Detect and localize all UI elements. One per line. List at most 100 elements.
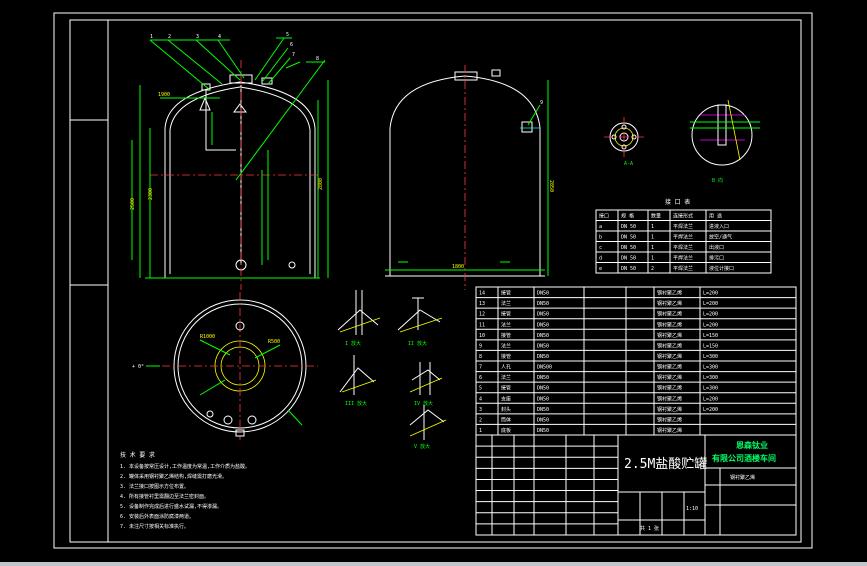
tech-note-line: 4. 所有接管衬里需翻边至法兰密封面。 — [120, 493, 209, 500]
nozzle-header-cell: 接口 — [599, 213, 609, 220]
parts-cell: L=150 — [703, 343, 718, 349]
parts-cell: 3 — [479, 407, 482, 413]
nozzle-header-cell: 用 途 — [709, 213, 722, 220]
tech-note-line: 2. 罐体采用钢衬聚乙烯结构,焊缝需打磨光滑。 — [120, 473, 227, 480]
svg-text:III 放大: III 放大 — [345, 400, 367, 407]
parts-cell: 1 — [479, 428, 482, 434]
parts-cell: 接管 — [501, 353, 511, 360]
svg-text:9: 9 — [540, 100, 543, 106]
parts-cell: 接管 — [501, 290, 511, 297]
tech-note-line: 3. 法兰接口按图示方位布置。 — [120, 483, 189, 490]
svg-text:1800: 1800 — [452, 264, 464, 270]
tech-notes-title: 技 术 要 求 — [120, 451, 155, 459]
main-section-view: 1900 2500 2300 2800 1 2 3 4 5 6 7 8 — [130, 32, 329, 290]
nozzle-cell: 排污口 — [709, 255, 724, 262]
svg-text:2: 2 — [168, 34, 171, 40]
nozzle-cell: 1 — [651, 245, 654, 251]
parts-cell: 钢衬聚乙烯 — [657, 290, 682, 297]
svg-text:6: 6 — [290, 42, 293, 48]
parts-cell: 法兰 — [501, 300, 511, 307]
nozzle-cell: b — [599, 235, 602, 241]
parts-cell: 钢衬聚乙烯 — [657, 342, 682, 349]
svg-text:I 放大: I 放大 — [345, 340, 361, 347]
nozzle-cell: DN 50 — [621, 224, 636, 230]
parts-cell: 接管 — [501, 385, 511, 392]
svg-text:V 放大: V 放大 — [414, 443, 430, 450]
parts-cell: L=300 — [703, 375, 718, 381]
parts-cell: 钢衬聚乙烯 — [657, 321, 682, 328]
tech-note-line: 7. 未注尺寸按相关标准执行。 — [120, 523, 189, 530]
nozzle-cell: 2 — [651, 266, 654, 272]
parts-cell: 封头 — [501, 406, 511, 413]
parts-cell: L=300 — [703, 386, 718, 392]
nozzle-header-cell: 连接形式 — [673, 213, 693, 220]
svg-text:R500: R500 — [268, 339, 280, 345]
parts-cell: DN50 — [537, 375, 549, 381]
parts-cell: 钢衬聚乙烯 — [657, 427, 682, 434]
tech-note-line: 6. 安装后外表面涂防腐漆两道。 — [120, 513, 194, 520]
parts-cell: DN50 — [537, 396, 549, 402]
parts-list: 1 4 接管 DN50 钢衬聚乙烯 L=200 13 法兰 DN50 钢衬聚乙烯 L=200 12 接管… — [475, 286, 797, 436]
parts-cell: 法兰 — [501, 374, 511, 381]
nozzle-cell: 平焊法兰 — [673, 255, 693, 262]
parts-cell: 底板 — [501, 427, 511, 434]
parts-cell: 5 — [479, 386, 482, 392]
parts-cell: DN500 — [537, 365, 552, 371]
nozzle-cell: 液位计接口 — [709, 265, 734, 272]
parts-cell: 钢衬聚乙烯 — [657, 385, 682, 392]
parts-cell: L=200 — [703, 312, 718, 318]
svg-text:2500: 2500 — [130, 198, 136, 210]
nozzle-table-title: 接 口 表 — [665, 198, 690, 206]
svg-text:2850: 2850 — [548, 180, 554, 192]
parts-cell: 4 — [479, 396, 482, 402]
parts-cell: 10 — [479, 333, 485, 339]
parts-cell: DN50 — [537, 417, 549, 423]
parts-cell: 2 — [479, 417, 482, 423]
nozzle-cell: 放空/通气 — [709, 234, 732, 241]
parts-cell: 钢衬聚乙烯 — [657, 374, 682, 381]
parts-cell: DN50 — [537, 407, 549, 413]
parts-cell: L=200 — [703, 396, 718, 402]
company-line2: 有限公司酒楼车间 — [712, 453, 776, 463]
svg-text:1900: 1900 — [158, 92, 170, 98]
drawing-name: 2.5M盐酸贮罐 — [624, 457, 707, 472]
parts-cell: 钢衬聚乙烯 — [657, 395, 682, 402]
flange-detail-views: A-A B 向 — [604, 99, 760, 184]
svg-text:1: 1 — [150, 34, 153, 40]
parts-cell: 11 — [479, 322, 485, 328]
parts-cell: 12 — [479, 312, 485, 318]
parts-cell: L=200 — [703, 301, 718, 307]
parts-cell: 支座 — [501, 395, 511, 402]
parts-cell: 7 — [479, 365, 482, 371]
nozzle-cell: 平焊法兰 — [673, 244, 693, 251]
parts-cell: DN50 — [537, 322, 549, 328]
nozzle-cell: c — [599, 245, 602, 251]
parts-cell: 人孔 — [501, 364, 511, 371]
nozzle-cell: d — [599, 256, 602, 262]
parts-cell: 钢衬聚乙烯 — [657, 332, 682, 339]
svg-text:4: 4 — [218, 34, 221, 40]
binding-margin-lower — [69, 284, 109, 543]
material-value: 钢衬聚乙烯 — [730, 474, 755, 481]
parts-cell: 13 — [479, 301, 485, 307]
binding-margin — [69, 19, 109, 121]
nozzle-cell: 1 — [651, 224, 654, 230]
parts-cell: 钢衬聚乙烯 — [657, 311, 682, 318]
nozzle-details: I 放大 II 放大 III 放大 IV 放大 V 放大 — [337, 290, 447, 450]
parts-cell: L=150 — [703, 333, 718, 339]
parts-cell: 法兰 — [501, 321, 511, 328]
nozzle-cell: DN 50 — [621, 266, 636, 272]
parts-cell: 钢衬聚乙烯 — [657, 364, 682, 371]
parts-cell: L=200 — [703, 291, 718, 297]
parts-cell: DN50 — [537, 343, 549, 349]
nozzle-cell: 平焊法兰 — [673, 265, 693, 272]
svg-text:2300: 2300 — [148, 188, 154, 200]
svg-text:8: 8 — [316, 56, 319, 62]
parts-cell: L=300 — [703, 365, 718, 371]
svg-text:5: 5 — [286, 32, 289, 38]
parts-cell: L=300 — [703, 354, 718, 360]
scale-value: 1:10 — [686, 506, 698, 512]
